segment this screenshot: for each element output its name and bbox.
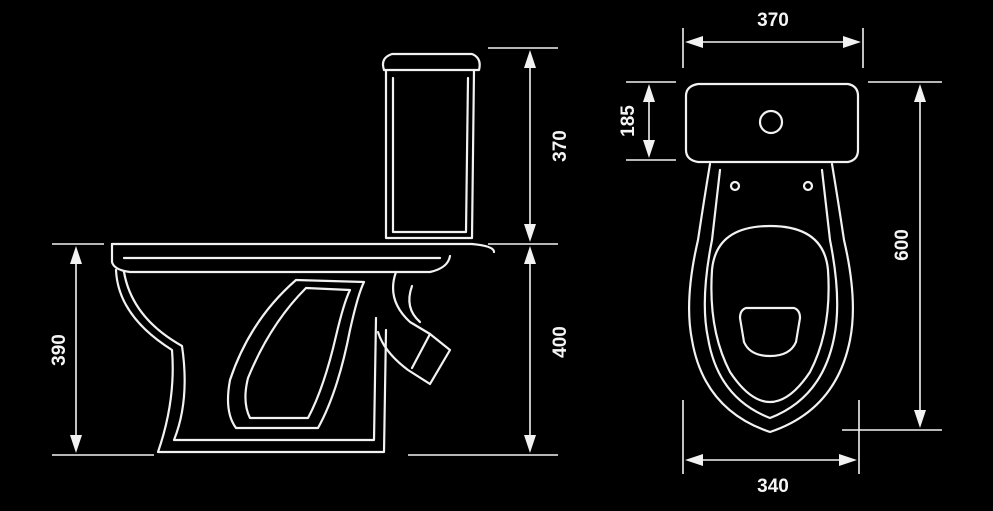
dim-label-390: 390	[49, 334, 70, 366]
top-view-bowl	[687, 162, 855, 434]
dim-tank-height: 370	[488, 47, 571, 245]
dim-overall-depth: 600	[842, 81, 942, 431]
dim-label-370-tank: 370	[550, 130, 571, 162]
dim-seat-height: 390	[49, 243, 154, 456]
dim-label-370-width: 370	[757, 10, 789, 31]
side-view-tank	[381, 52, 481, 240]
dim-bowl-height: 400	[408, 246, 571, 456]
side-view-bowl	[110, 242, 496, 454]
top-view: 370 185 600 340	[618, 10, 942, 497]
dim-label-340: 340	[757, 476, 789, 497]
dim-label-600: 600	[892, 229, 913, 261]
top-view-tank	[684, 82, 860, 164]
side-view: 390 370 400	[49, 47, 571, 456]
dim-tank-depth: 185	[618, 81, 676, 161]
dim-label-185: 185	[618, 105, 639, 137]
dim-label-400: 400	[550, 326, 571, 358]
dim-bowl-width: 340	[682, 400, 860, 497]
dim-tank-width: 370	[682, 10, 864, 68]
